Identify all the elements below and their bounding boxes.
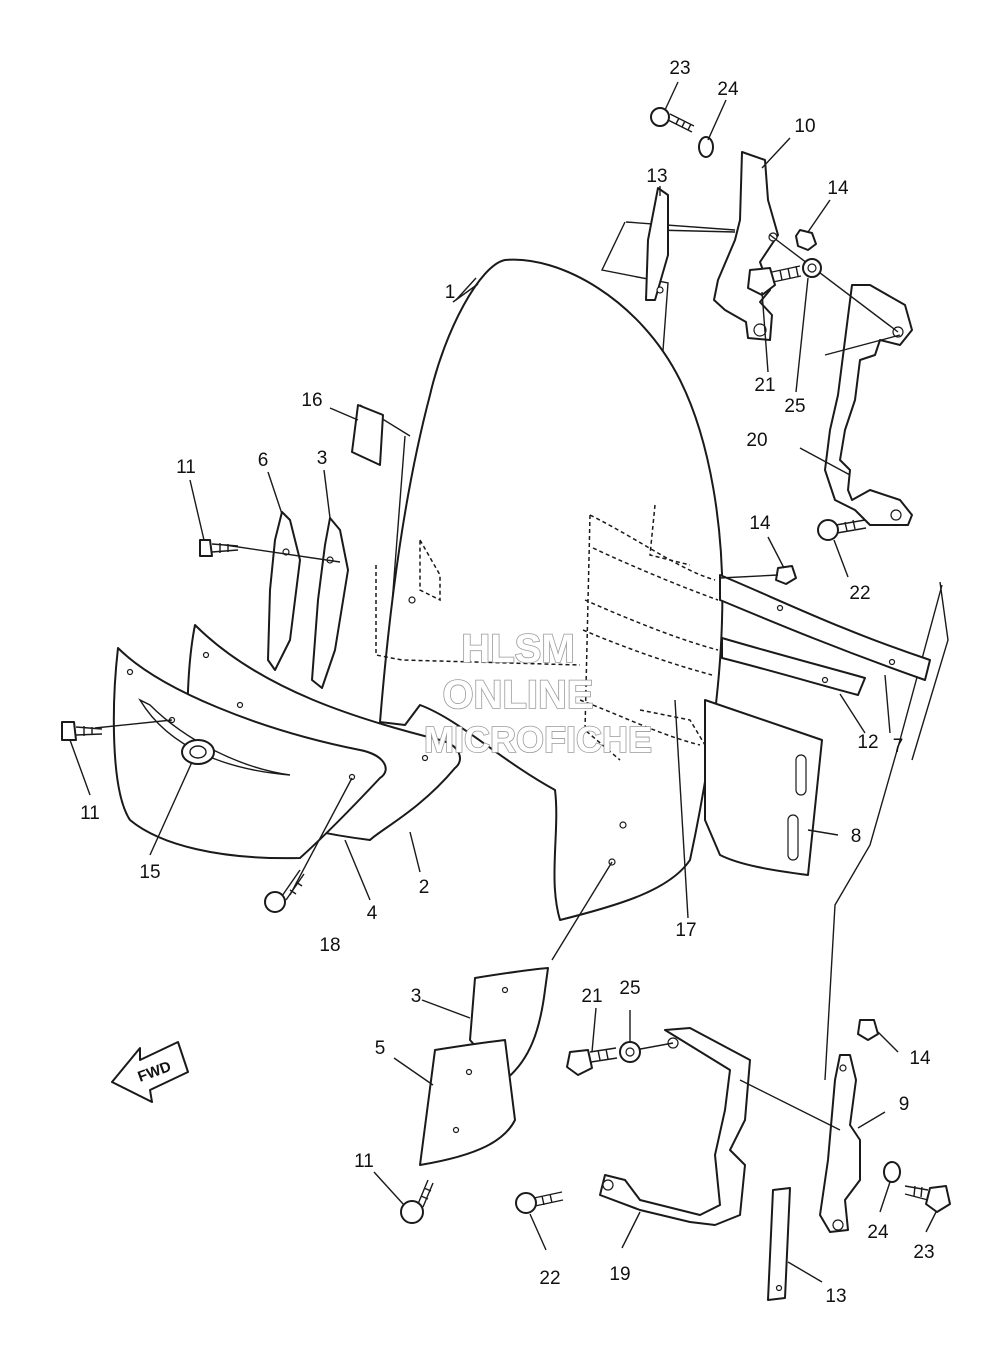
callout-leaders (69, 81, 937, 1283)
callout-12: 12 (857, 732, 878, 753)
bracket-part-8 (704, 699, 823, 876)
panel-part-16 (351, 404, 384, 466)
nut-part-14-lower (857, 1019, 879, 1041)
callout-6: 6 (258, 450, 269, 471)
bolt-part-22-lower (515, 1191, 564, 1214)
screw-part-11-upper (199, 539, 239, 557)
washer-part-25-lower (619, 1041, 641, 1063)
callout-20: 20 (746, 430, 767, 451)
callout-13-lower: 13 (825, 1286, 846, 1307)
bolt-part-22-upper (817, 519, 867, 541)
screw-part-11-lower (400, 1179, 434, 1224)
callout-3-upper: 3 (317, 448, 328, 469)
callout-18: 18 (319, 935, 340, 956)
callout-11-upper: 11 (176, 457, 196, 478)
callout-17: 17 (675, 920, 696, 941)
emblem-cover-part-4 (94, 647, 387, 860)
watermark-line-2: ONLINE (442, 673, 593, 717)
watermark: HLSM ONLINE MICROFICHE (423, 626, 653, 761)
washer-part-25-upper (802, 258, 822, 278)
callout-14-lower: 14 (909, 1048, 931, 1069)
callout-14-upper: 14 (827, 178, 849, 199)
watermark-line-1: HLSM (461, 627, 574, 671)
windshield-part-1 (379, 258, 724, 921)
callout-25-lower: 25 (619, 978, 640, 999)
strip-part-7 (719, 574, 931, 681)
callout-24-upper: 24 (717, 79, 739, 100)
lower-stay-part-19 (599, 1027, 841, 1226)
strip-part-13-lower (767, 1187, 791, 1301)
spacer-part-dashed (224, 544, 581, 666)
callout-10: 10 (794, 116, 815, 137)
callout-7: 7 (893, 736, 904, 757)
screw-part-18 (264, 869, 305, 913)
callout-4: 4 (367, 903, 378, 924)
bolt-part-21-upper (747, 265, 802, 296)
callout-2: 2 (419, 877, 430, 898)
callout-9: 9 (899, 1094, 910, 1115)
callout-11-lower: 11 (354, 1151, 374, 1172)
screw-part-11-left (61, 721, 103, 741)
stay-part-20 (769, 234, 913, 526)
callout-23-upper: 23 (669, 58, 690, 79)
callout-23-lower: 23 (913, 1242, 934, 1263)
callout-1: 1 (445, 282, 456, 303)
callout-14-middle: 14 (749, 513, 771, 534)
nut-part-14-middle (719, 565, 797, 585)
callout-11-left: 11 (80, 803, 100, 824)
callout-numbers: 23 24 10 13 14 1 21 25 16 20 11 6 3 14 2… (80, 58, 934, 1307)
nut-part-14-upper (795, 229, 817, 251)
callout-15: 15 (139, 862, 160, 883)
forward-direction-arrow: FWD (111, 1041, 189, 1103)
lower-panel-part-5 (419, 1039, 516, 1166)
callout-21-lower: 21 (581, 986, 602, 1007)
washer-part-24-upper (698, 136, 714, 158)
watermark-line-3: MICROFICHE (424, 719, 652, 760)
callout-22-lower: 22 (539, 1268, 560, 1289)
inner-panel-part-6 (267, 511, 301, 671)
lower-bracket-part-9 (819, 1054, 861, 1233)
callout-22-upper: 22 (849, 583, 870, 604)
bolt-part-23-upper (650, 107, 695, 133)
inner-panel-part-3-upper (311, 517, 349, 689)
callout-16: 16 (301, 390, 322, 411)
strip-part-13-upper (645, 187, 669, 301)
callout-21-upper: 21 (754, 375, 775, 396)
washer-part-24-lower (883, 1161, 901, 1183)
strip-part-12 (721, 637, 866, 696)
callout-13-upper: 13 (646, 166, 667, 187)
callout-8: 8 (851, 826, 862, 847)
callout-3-lower: 3 (411, 986, 422, 1007)
callout-24-lower: 24 (867, 1222, 889, 1243)
bolt-part-23-lower (904, 1185, 951, 1213)
bolt-part-21-lower (566, 1047, 618, 1076)
callout-25-upper: 25 (784, 396, 805, 417)
upper-bracket-part-10 (713, 151, 779, 341)
callout-5: 5 (375, 1038, 386, 1059)
callout-19: 19 (609, 1264, 630, 1285)
